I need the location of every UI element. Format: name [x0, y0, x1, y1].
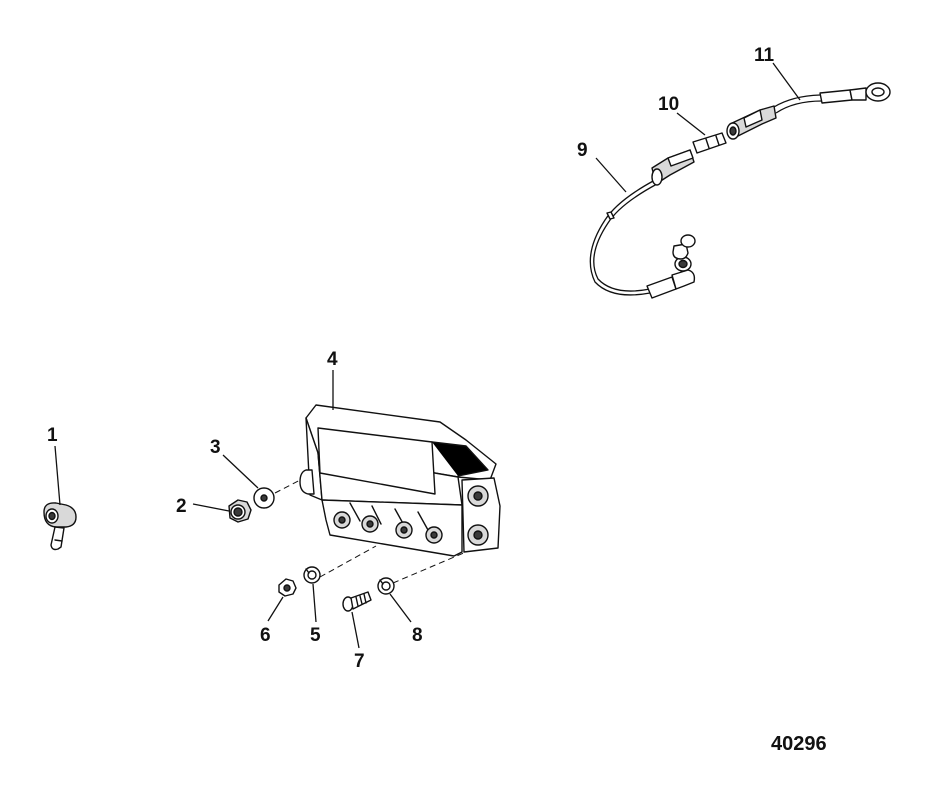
leader-6 [267, 596, 284, 622]
callout-9: 9 [577, 140, 588, 161]
leader-9 [595, 157, 627, 193]
connector-boot-part [43, 502, 77, 551]
fused-lead-assembly-part [589, 82, 891, 299]
screw-part [342, 591, 372, 612]
rectifier-block-part [299, 404, 501, 557]
lock-washer-part-2 [377, 577, 395, 595]
leader-3 [222, 454, 259, 489]
lock-washer-part [303, 566, 321, 584]
leader-10 [676, 112, 706, 136]
callout-10: 10 [658, 94, 679, 115]
leader-8 [389, 593, 412, 623]
callout-4: 4 [327, 349, 338, 370]
mounting-centerline-lower-left [319, 545, 377, 578]
callout-2: 2 [176, 496, 187, 517]
hex-nut-part [278, 578, 297, 597]
leader-11 [772, 62, 801, 101]
leader-2 [192, 503, 230, 512]
callout-7: 7 [354, 651, 365, 672]
callout-3: 3 [210, 437, 221, 458]
nut-part [228, 499, 252, 523]
callout-8: 8 [412, 625, 423, 646]
mounting-centerline-lower-right [392, 551, 467, 584]
leader-7 [351, 611, 360, 649]
figure-number: 40296 [771, 733, 827, 755]
callout-1: 1 [47, 425, 58, 446]
callout-11: 11 [754, 45, 775, 66]
leader-5 [312, 583, 317, 623]
callout-6: 6 [260, 625, 271, 646]
callout-5: 5 [310, 625, 321, 646]
washer-part [253, 487, 275, 509]
leader-1 [54, 445, 61, 506]
